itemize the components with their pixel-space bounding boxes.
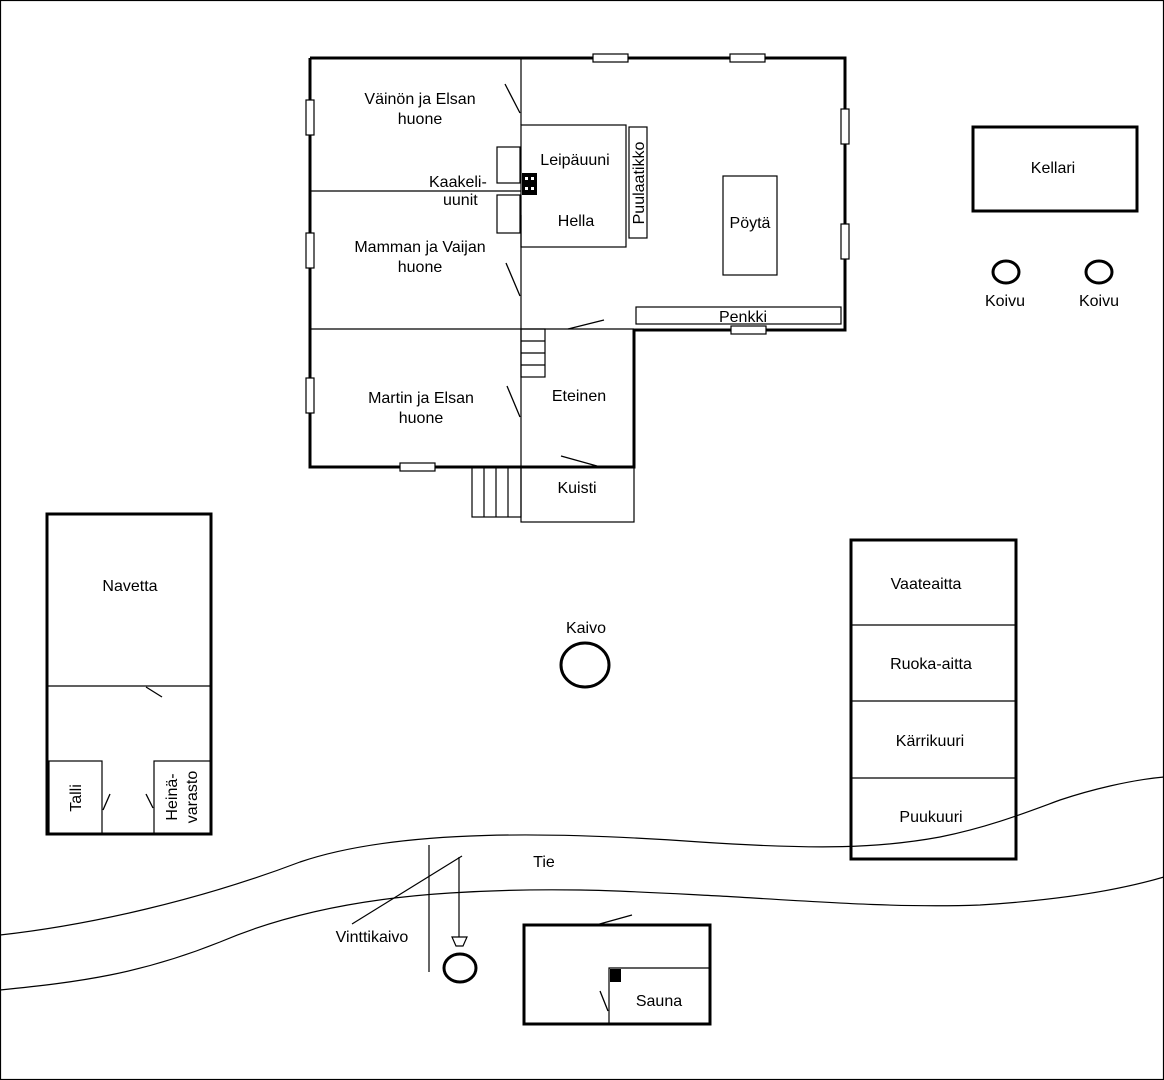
door <box>102 793 111 811</box>
porch-steps <box>471 466 522 518</box>
bench-label: Penkki <box>719 309 767 326</box>
road-label: Tie <box>533 854 555 871</box>
table <box>722 175 778 276</box>
wood-box <box>628 126 648 239</box>
room-label: Mamman ja Vaijan <box>354 239 485 256</box>
birch-label: Koivu <box>1079 293 1119 310</box>
window <box>729 53 766 63</box>
window <box>840 108 850 145</box>
wood-box-label: Puulaatikko <box>631 142 648 225</box>
well-bucket-icon <box>451 936 468 947</box>
door <box>595 914 633 926</box>
sauna-label: Sauna <box>636 993 682 1010</box>
cellar <box>971 125 1139 213</box>
road-edge <box>0 876 1164 991</box>
cellar-label: Kellari <box>1031 160 1075 177</box>
birch-tree <box>991 259 1021 285</box>
sauna-outline <box>522 923 712 1026</box>
sauna-stove-icon <box>610 969 621 982</box>
storehouse-label: Puukuuri <box>899 809 962 826</box>
window <box>592 53 629 63</box>
room-label: huone <box>399 410 444 427</box>
door <box>504 83 521 114</box>
door <box>145 793 154 809</box>
barn-label: Navetta <box>102 578 157 595</box>
tile-stove <box>496 146 521 184</box>
door <box>145 686 163 698</box>
bench <box>635 306 842 325</box>
stable-label: Talli <box>68 784 85 812</box>
window <box>399 462 436 472</box>
door <box>505 262 521 297</box>
stove-label: Hella <box>558 213 595 230</box>
stove <box>520 124 627 248</box>
house-outer-wall <box>308 56 847 469</box>
storehouses: Vaateaitta Ruoka-aitta Kärrikuuri Puukuu… <box>849 538 1018 861</box>
road: Tie <box>0 776 1164 991</box>
barn-outline <box>45 512 213 836</box>
stable <box>48 760 103 835</box>
interior-stairs <box>520 328 546 378</box>
window <box>305 99 315 136</box>
interior-wall <box>608 967 710 1024</box>
sweep-well-label: Vinttikaivo <box>336 929 409 946</box>
storehouse-label: Kärrikuuri <box>896 733 964 750</box>
table-label: Pöytä <box>730 215 771 232</box>
room-label: Väinön ja Elsan <box>364 91 475 108</box>
sweep-pole <box>351 855 463 925</box>
room-label: huone <box>398 111 443 128</box>
sauna: Sauna <box>522 914 712 1026</box>
storehouse-outline <box>849 538 1018 861</box>
hay-storage <box>153 760 212 835</box>
oven-label: Leipäuuni <box>540 152 609 169</box>
road-edge <box>0 776 1164 936</box>
porch-label: Kuisti <box>557 480 596 497</box>
main-house: Väinön ja Elsan huone Mamman ja Vaijan h… <box>305 53 850 523</box>
chimney-icon <box>522 173 537 195</box>
door <box>506 385 521 418</box>
hay-storage-label: varasto <box>184 771 201 824</box>
room-label: Martin ja Elsan <box>368 390 474 407</box>
storehouse-label: Vaateaitta <box>891 576 962 593</box>
tile-stove-label: Kaakeli- <box>429 174 487 191</box>
window <box>305 232 315 269</box>
sweep-well: Vinttikaivo <box>336 845 478 984</box>
hay-storage-label: Heinä- <box>164 773 181 820</box>
birch-tree <box>1084 259 1114 285</box>
tile-stove <box>496 194 521 234</box>
tile-stove-label: uunit <box>443 192 478 209</box>
door <box>560 455 598 467</box>
hallway-label: Eteinen <box>552 388 606 405</box>
storehouse-label: Ruoka-aitta <box>890 656 972 673</box>
window <box>730 325 767 335</box>
window <box>305 377 315 414</box>
birch-label: Koivu <box>985 293 1025 310</box>
well <box>559 641 611 689</box>
door <box>599 990 609 1012</box>
well-label: Kaivo <box>566 620 606 637</box>
room-label: huone <box>398 259 443 276</box>
window <box>840 223 850 260</box>
door <box>567 319 605 330</box>
barn: Navetta Talli Heinä- varasto <box>45 512 213 836</box>
sweep-well-opening <box>442 952 478 984</box>
